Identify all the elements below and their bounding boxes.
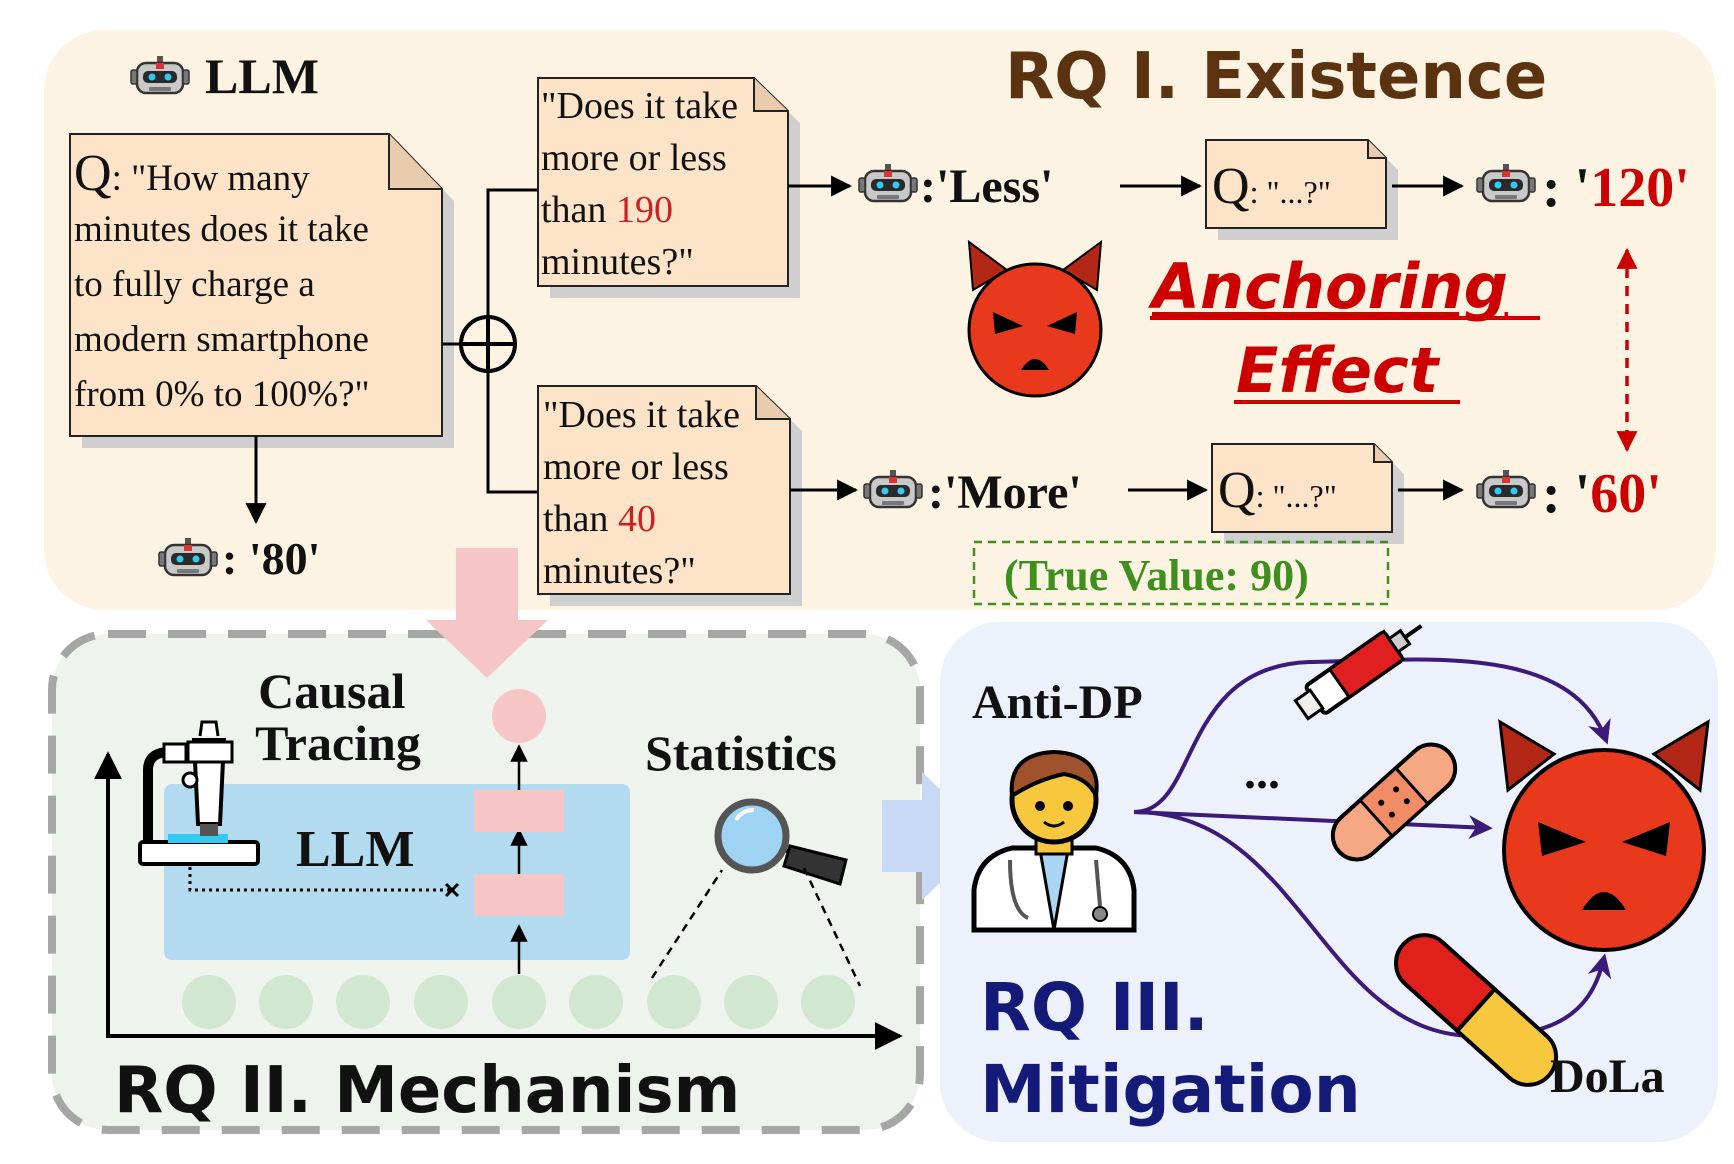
anti-dp-label: Anti-DP xyxy=(972,676,1143,729)
baseline-answer: : '80' xyxy=(222,533,320,584)
blue-right-arrow xyxy=(882,772,990,900)
anchor-note-low xyxy=(537,385,802,606)
result-high: : '120' xyxy=(1542,157,1690,219)
magnifier-icon xyxy=(714,798,848,886)
pill-icon xyxy=(1394,933,1558,1087)
doctor-icon xyxy=(971,749,1137,933)
bandage-icon xyxy=(1330,742,1458,862)
anchoring-effect-line2: Effect xyxy=(1236,334,1441,407)
rq1-title: RQ I. Existence xyxy=(1005,40,1547,114)
answer-less: :'Less' xyxy=(920,160,1053,213)
followup-note-high xyxy=(1205,139,1398,240)
answer-more: :'More' xyxy=(928,466,1082,519)
token-circle xyxy=(182,975,236,1029)
more-methods-ellipsis: ... xyxy=(1244,746,1280,799)
branch-lines xyxy=(486,188,538,494)
followup-question-high: Q: "...?" xyxy=(1212,158,1331,215)
question-note xyxy=(69,133,454,448)
pink-down-arrow xyxy=(426,548,548,678)
layer-block xyxy=(474,874,564,916)
token-circle xyxy=(259,975,313,1029)
dola-label: DoLa xyxy=(1550,1050,1665,1103)
mitigation-path-bottom xyxy=(1133,810,1612,1039)
mitigation-path-top xyxy=(1133,657,1611,814)
statistics-label: Statistics xyxy=(645,725,837,781)
token-circle xyxy=(724,975,778,1029)
anchoring-effect-line1: Anchoring xyxy=(1147,250,1508,323)
true-value-label: (True Value: 90) xyxy=(1004,551,1309,600)
llm-box-label: LLM xyxy=(296,821,414,878)
devil-icon xyxy=(1498,719,1710,952)
anchor-question-low: "Does it take more or less than 40 minut… xyxy=(543,394,750,592)
token-circle xyxy=(414,975,468,1029)
token-circle xyxy=(569,975,623,1029)
syringe-icon xyxy=(1293,624,1423,721)
anchor-question-high: "Does it take more or less than 190 minu… xyxy=(541,85,748,283)
rq2-title: RQ II. Mechanism xyxy=(114,1054,740,1128)
llm-label: LLM xyxy=(205,48,319,104)
output-node xyxy=(492,689,546,743)
anchor-note-high xyxy=(537,77,800,298)
zoom-lines xyxy=(650,867,862,987)
rq3-title: RQ III. Mitigation xyxy=(980,969,1361,1128)
layer-block xyxy=(474,790,564,832)
devil-icon xyxy=(967,239,1103,398)
causal-tracing-label: Causal Tracing xyxy=(255,663,421,771)
followup-question-low: Q: "...?" xyxy=(1218,462,1337,519)
token-circle xyxy=(647,975,701,1029)
tracing-line xyxy=(188,860,450,892)
token-circle xyxy=(492,975,546,1029)
followup-note-low xyxy=(1211,443,1404,544)
token-row xyxy=(182,975,855,1029)
token-circle xyxy=(336,975,390,1029)
mitigation-path-mid xyxy=(1133,810,1493,840)
token-circle xyxy=(801,975,855,1029)
question-text: Q: "How many minutes does it take to ful… xyxy=(74,145,378,415)
result-low: : '60' xyxy=(1542,463,1662,525)
microscope-icon xyxy=(138,720,260,866)
